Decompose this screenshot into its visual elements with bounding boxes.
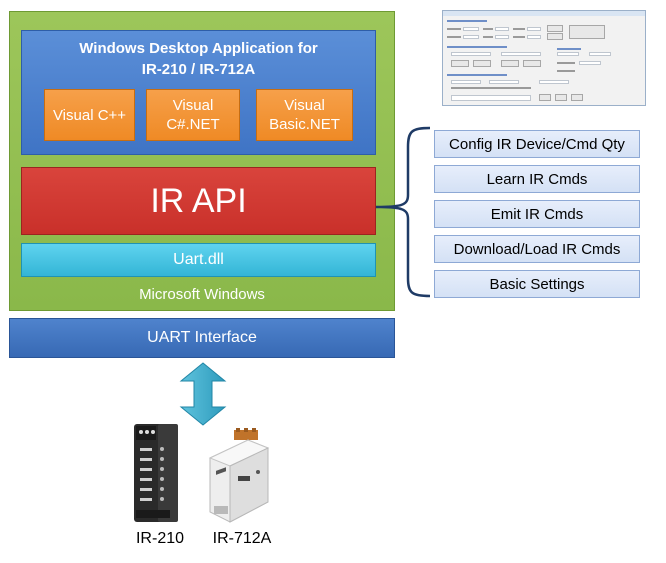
- api-function-basic-settings: Basic Settings: [434, 270, 640, 298]
- device-label-ir-210: IR-210: [135, 530, 185, 547]
- api-function-emit: Emit IR Cmds: [434, 200, 640, 228]
- device-label-ir-712a: IR-712A: [212, 530, 272, 547]
- application-screenshot-thumbnail: [442, 10, 646, 106]
- bidirectional-arrow: [179, 362, 227, 426]
- ir-712a-device-image: [208, 428, 270, 523]
- language-box-visual-cpp: Visual C++: [44, 89, 135, 141]
- ir-api-layer: IR API: [21, 167, 376, 235]
- language-box-visual-csharp: Visual C#.NET: [146, 89, 240, 141]
- ir-210-device-image: [134, 424, 178, 522]
- api-function-config: Config IR Device/Cmd Qty: [434, 130, 640, 158]
- language-box-visual-basic: Visual Basic.NET: [256, 89, 353, 141]
- api-function-download-load: Download/Load IR Cmds: [434, 235, 640, 263]
- api-function-learn: Learn IR Cmds: [434, 165, 640, 193]
- uart-dll-layer: Uart.dll: [21, 243, 376, 277]
- microsoft-windows-label: Microsoft Windows: [139, 286, 265, 303]
- uart-interface-layer: UART Interface: [9, 318, 395, 358]
- brace-connector: [375, 126, 431, 298]
- desktop-application-title: Windows Desktop Application for IR-210 /…: [79, 40, 318, 78]
